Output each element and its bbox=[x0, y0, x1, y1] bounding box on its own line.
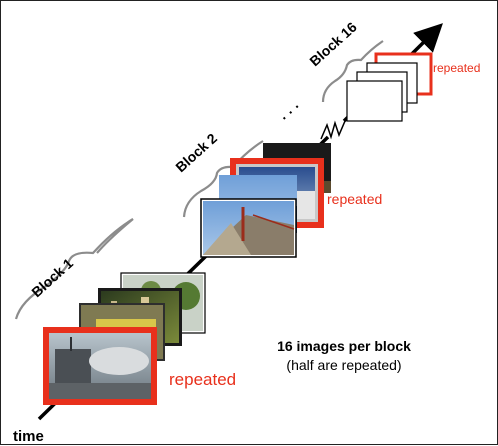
ellipsis-dots: · · · bbox=[277, 99, 304, 125]
image-bridge bbox=[200, 198, 297, 258]
block-16-images bbox=[346, 52, 433, 122]
axis-break-zigzag bbox=[320, 120, 346, 140]
image-repeated-ship bbox=[43, 327, 157, 405]
time-axis-label: time bbox=[13, 428, 44, 445]
block-1-label: Block 1 bbox=[28, 255, 76, 300]
image-frame bbox=[346, 80, 403, 122]
brace-block-1 bbox=[14, 218, 134, 320]
brace-block-16 bbox=[321, 40, 384, 103]
repeated-label-block-2: repeated bbox=[327, 191, 382, 207]
block-1-images bbox=[43, 272, 206, 405]
caption-line-1: 16 images per block bbox=[277, 338, 411, 354]
repeated-label-block-16: repeated bbox=[433, 61, 480, 75]
caption-line-2: (half are repeated) bbox=[286, 357, 401, 373]
block-2-label: Block 2 bbox=[172, 130, 220, 175]
repeated-label-block-1: repeated bbox=[169, 370, 236, 389]
block-2-images bbox=[200, 143, 331, 258]
